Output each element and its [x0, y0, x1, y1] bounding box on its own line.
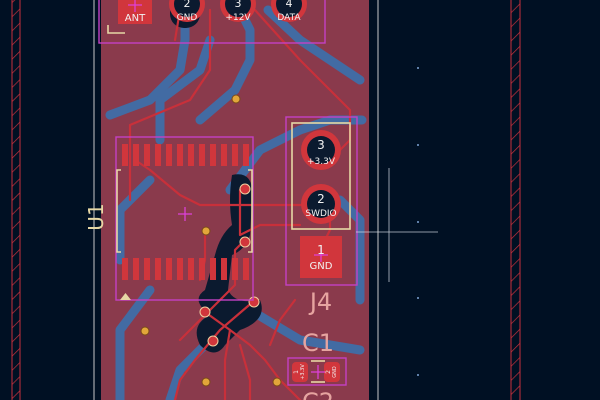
c1-pad-2[interactable]: [324, 362, 340, 382]
connector-j4-silkscreen: [291, 122, 351, 230]
keepout-zone-right: [511, 0, 520, 400]
via: [248, 296, 260, 308]
ic-u1-center-crosshair-icon: [178, 207, 192, 221]
connector-top-courtyard: [98, 0, 326, 44]
pin-number-4: 4: [286, 0, 293, 10]
pad-4-hole: [276, 0, 302, 17]
via: [272, 377, 282, 387]
c1-pad-2-net: GND: [332, 366, 338, 378]
via: [207, 335, 219, 347]
via: [201, 377, 211, 387]
j4-pin-label-3: +3.3V: [307, 157, 336, 167]
capacitor-c1-footprint[interactable]: 1 +3.3V 2 GND: [287, 357, 347, 386]
j4-pin-label-1: GND: [310, 261, 333, 272]
connector-top-silkscreen: [107, 25, 125, 34]
ic-u1-reference[interactable]: U1: [84, 203, 108, 230]
connector-j4-courtyard: [285, 116, 358, 286]
capacitor-c2-reference[interactable]: C2: [302, 388, 334, 400]
board-edge-outline: [93, 0, 379, 400]
c1-pad-2-number: 2: [325, 370, 332, 374]
ic-u1-footprint[interactable]: [115, 136, 254, 301]
connector-top-footprint[interactable]: ANT 2 GND 3 +12V 4 DATA: [98, 0, 326, 44]
c1-pad-1[interactable]: [292, 362, 308, 382]
j4-pad-2-hole: [307, 190, 335, 218]
via: [239, 183, 251, 195]
pin-label-4: DATA: [277, 13, 301, 23]
ic-u1-silkscreen-left: [116, 169, 121, 253]
ic-u1-pads-bottom[interactable]: [122, 258, 249, 280]
c1-pad-1-number: 1: [293, 370, 300, 374]
keepout-zone-left: [12, 0, 20, 400]
j4-pad-3-hole: [307, 136, 335, 164]
pad-3-hole: [225, 0, 251, 17]
pin-number-2: 2: [184, 0, 191, 10]
pad-2-hole: [174, 0, 200, 17]
connector-j4-footprint[interactable]: 3 +3.3V 2 SWDIO 1 GND: [285, 116, 358, 286]
j4-pin-number-1: 1: [317, 243, 325, 257]
pin-number-3: 3: [235, 0, 242, 10]
ic-u1-pin1-marker-icon: [120, 293, 131, 300]
via: [199, 306, 211, 318]
j4-pin-number-3: 3: [317, 138, 325, 152]
pin-label-2: GND: [177, 13, 198, 23]
front-layer-traces[interactable]: [128, 8, 352, 400]
c1-center-crosshair-icon: [311, 365, 325, 379]
pad-1-crosshair-icon: [128, 0, 142, 12]
connector-j4-reference[interactable]: J4: [308, 288, 332, 316]
j4-pin-number-2: 2: [317, 192, 325, 206]
via: [140, 326, 150, 336]
j4-pin-label-2: SWDIO: [305, 209, 336, 219]
cursor-crosshair-icon: [356, 168, 438, 282]
capacitor-c1-reference[interactable]: C1: [302, 329, 334, 357]
ic-u1-courtyard: [115, 136, 254, 301]
via: [239, 236, 251, 248]
pin-label-1: ANT: [125, 13, 146, 24]
c1-pad-1-net: +3.3V: [300, 364, 306, 380]
via: [201, 226, 211, 236]
via: [231, 94, 241, 104]
capacitor-c1-courtyard: [287, 357, 347, 386]
pin-label-3: +12V: [225, 13, 251, 23]
grid-origin-markers: [417, 67, 419, 376]
ic-u1-silkscreen-right: [248, 169, 253, 253]
ic-u1-pads-top[interactable]: [122, 144, 249, 166]
j4-pin1-crosshair-icon: [314, 248, 328, 262]
